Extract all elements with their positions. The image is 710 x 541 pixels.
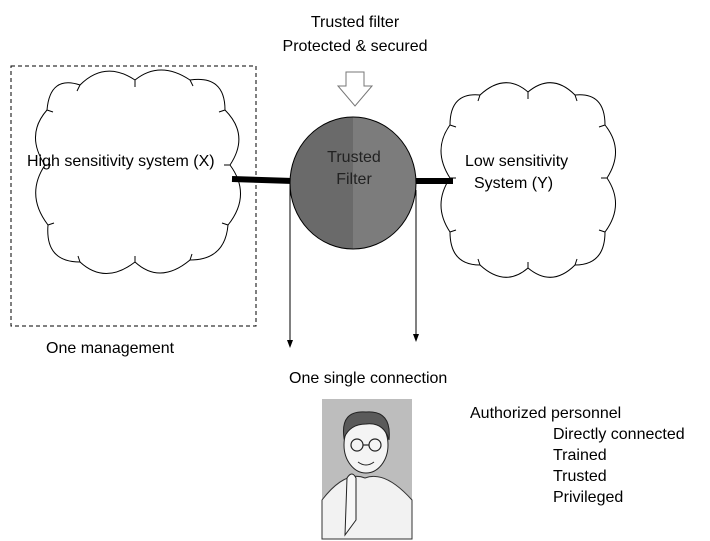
person-clipart-icon xyxy=(321,399,413,540)
low-sensitivity-label-line-1: Low sensitivity xyxy=(465,153,569,170)
filter-label-line-1: Trusted xyxy=(327,149,381,166)
personnel-attribute: Trusted xyxy=(553,468,607,485)
management-label: One management xyxy=(46,340,175,357)
header-line-1: Trusted filter xyxy=(310,14,400,31)
personnel-title: Authorized personnel xyxy=(470,405,622,422)
low-cloud-ticks xyxy=(449,92,607,268)
down-arrow-icon xyxy=(336,71,374,107)
high-cloud-ticks xyxy=(45,79,230,263)
personnel-attribute: Privileged xyxy=(553,489,624,506)
high-to-filter-link xyxy=(231,176,294,184)
personnel-attribute: Directly connected xyxy=(553,426,685,443)
connection-arrow-right xyxy=(413,190,419,342)
management-boundary xyxy=(10,65,257,327)
low-sensitivity-label-line-2: System (Y) xyxy=(474,175,554,192)
filter-label-line-2: Filter xyxy=(336,171,372,188)
header-line-2: Protected & secured xyxy=(282,38,428,55)
high-sensitivity-cloud xyxy=(35,69,241,274)
connection-label: One single connection xyxy=(289,370,448,387)
connection-arrow-left xyxy=(287,180,293,348)
high-sensitivity-label: High sensitivity system (X) xyxy=(27,153,215,170)
personnel-attribute: Trained xyxy=(553,447,607,464)
